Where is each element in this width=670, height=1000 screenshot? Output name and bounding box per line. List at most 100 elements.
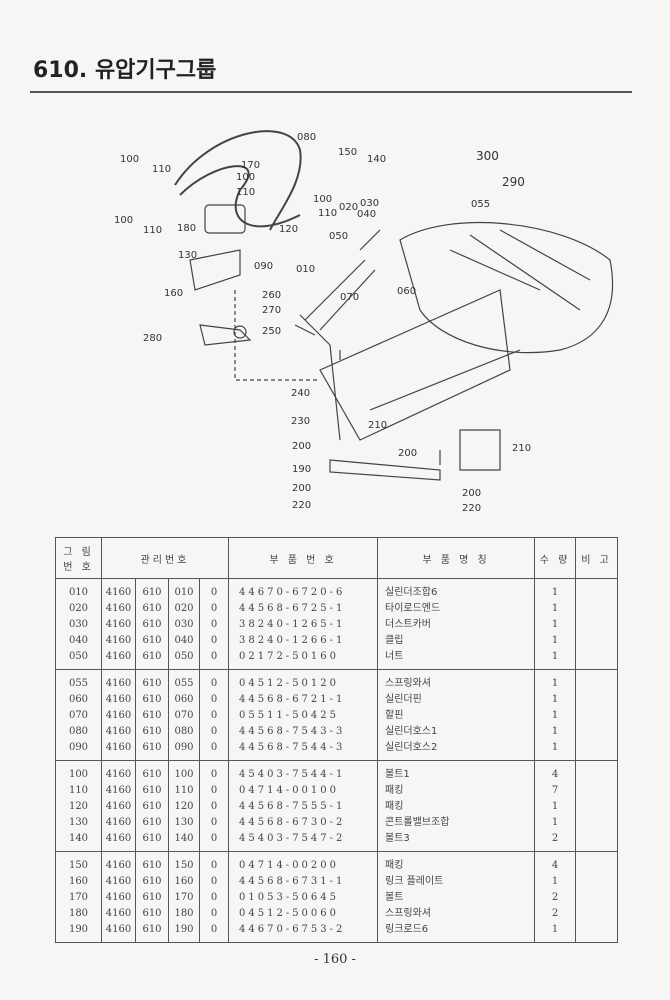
callout: 030	[360, 198, 379, 209]
part-no: 44568-6725-1	[239, 603, 346, 614]
part-name: 스프링와셔	[385, 678, 431, 689]
mgmt-no-1: 4160	[105, 908, 132, 919]
mgmt-no-4: 0	[210, 801, 218, 812]
part-no: 38240-1266-1	[239, 635, 346, 646]
callout: 240	[291, 388, 310, 399]
callout: 160	[164, 288, 183, 299]
mgmt-no-2: 610	[142, 726, 162, 737]
fig-no: 110	[68, 785, 89, 796]
remarks	[576, 815, 617, 831]
part-name: 패킹	[385, 801, 404, 812]
fig-no: 060	[68, 694, 89, 705]
title-rule	[30, 91, 632, 93]
part-name: 볼트3	[385, 833, 410, 844]
part-name: 링크 플레이트	[385, 876, 444, 887]
quantity: 4	[551, 860, 559, 871]
part-no: 44568-7555-1	[239, 801, 346, 812]
mgmt-no-2: 610	[142, 860, 162, 871]
remarks	[576, 767, 617, 783]
part-name: 스프링와셔	[385, 908, 431, 919]
part-name: 더스트카버	[385, 619, 431, 630]
part-name: 패킹	[385, 785, 404, 796]
part-name: 클립	[385, 635, 404, 646]
callout: 200	[398, 448, 417, 459]
page-number: - 160 -	[314, 952, 356, 967]
mgmt-no-2: 610	[142, 801, 162, 812]
fig-no: 180	[68, 908, 89, 919]
fig-no: 020	[68, 603, 89, 614]
exploded-parts-diagram: 080 150 140 100 110 170 100 110 300 290 …	[114, 130, 614, 514]
mgmt-no-2: 610	[142, 785, 162, 796]
callout: 050	[329, 231, 348, 242]
table-header-row: 그 림 번 호 관리번호 부 품 번 호 부 품 명 칭 수 량 비 고	[55, 537, 618, 579]
mgmt-no-4: 0	[210, 742, 218, 753]
header-part-no: 부 품 번 호	[228, 537, 378, 579]
mgmt-no-1: 4160	[105, 876, 132, 887]
quantity: 1	[551, 710, 559, 721]
mgmt-no-3: 020	[174, 603, 194, 614]
fig-no: 160	[68, 876, 89, 887]
part-name: 실린더호스1	[385, 726, 438, 737]
part-no: 44670-6720-6	[239, 587, 346, 598]
mgmt-no-4: 0	[210, 860, 218, 871]
mgmt-no-1: 4160	[105, 785, 132, 796]
fig-no: 120	[68, 801, 89, 812]
mgmt-no-2: 610	[142, 710, 162, 721]
callout: 150	[338, 147, 357, 158]
mgmt-no-3: 170	[174, 892, 194, 903]
callout: 060	[397, 286, 416, 297]
quantity: 1	[551, 924, 559, 935]
callout: 220	[292, 500, 311, 511]
mgmt-no-2: 610	[142, 587, 162, 598]
mgmt-no-1: 4160	[105, 726, 132, 737]
part-no: 01053-50645	[239, 892, 340, 903]
callout: 230	[291, 416, 310, 427]
part-name: 콘트롤밸브조합	[385, 817, 450, 828]
remarks	[576, 649, 617, 665]
callout: 180	[177, 223, 196, 234]
mgmt-no-3: 010	[174, 587, 194, 598]
parts-table: 그 림 번 호 관리번호 부 품 번 호 부 품 명 칭 수 량 비 고 010…	[55, 537, 618, 943]
mgmt-no-4: 0	[210, 817, 218, 828]
mgmt-no-4: 0	[210, 876, 218, 887]
mgmt-no-2: 610	[142, 908, 162, 919]
mgmt-no-4: 0	[210, 710, 218, 721]
mgmt-no-1: 4160	[105, 860, 132, 871]
part-no: 04512-50060	[239, 908, 340, 919]
mgmt-no-2: 610	[142, 651, 162, 662]
mgmt-no-1: 4160	[105, 587, 132, 598]
mgmt-no-1: 4160	[105, 619, 132, 630]
quantity: 1	[551, 603, 559, 614]
fig-no: 100	[68, 769, 89, 780]
fig-no: 050	[68, 651, 89, 662]
remarks	[576, 831, 617, 847]
part-no: 02172-50160	[239, 651, 340, 662]
mgmt-no-3: 055	[174, 678, 194, 689]
callout: 210	[368, 420, 387, 431]
quantity: 1	[551, 651, 559, 662]
callout: 100	[120, 154, 139, 165]
part-no: 38240-1265-1	[239, 619, 346, 630]
remarks	[576, 906, 617, 922]
part-no: 44568-7544-3	[239, 742, 346, 753]
mgmt-no-4: 0	[210, 726, 218, 737]
remarks	[576, 708, 617, 724]
part-no: 45403-7547-2	[239, 833, 346, 844]
part-name: 타이로드엔드	[385, 603, 441, 614]
callout: 055	[471, 199, 490, 210]
callout: 100	[114, 215, 133, 226]
fig-no: 080	[68, 726, 89, 737]
callout: 190	[292, 464, 311, 475]
quantity: 1	[551, 619, 559, 630]
header-remarks: 비 고	[575, 537, 618, 579]
header-part-name: 부 품 명 칭	[377, 537, 535, 579]
quantity: 1	[551, 678, 559, 689]
